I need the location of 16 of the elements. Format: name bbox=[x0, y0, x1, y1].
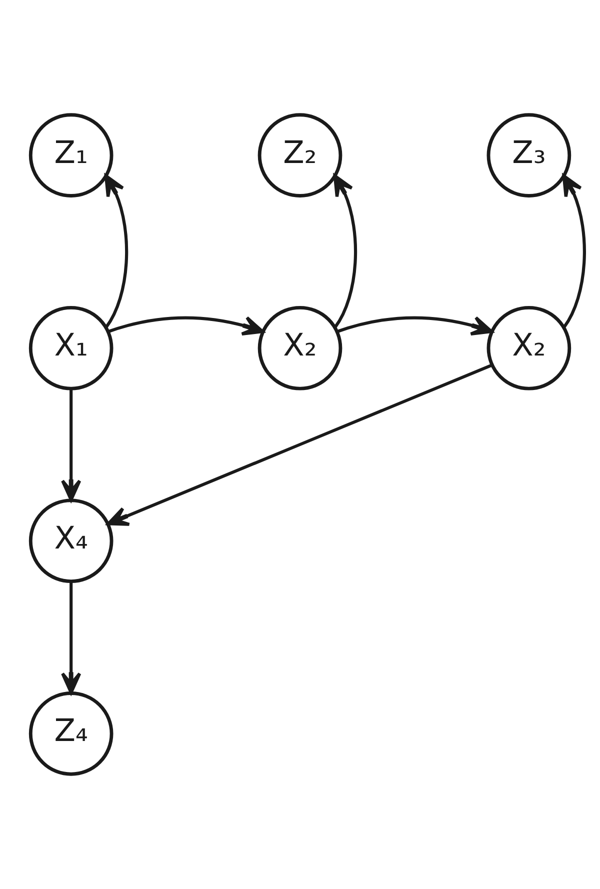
arrow bbox=[104, 174, 128, 328]
arrow bbox=[61, 581, 82, 694]
arrow bbox=[336, 316, 493, 336]
arrow bbox=[333, 174, 358, 328]
node-circle: Z₄ bbox=[28, 692, 114, 776]
arrow bbox=[562, 174, 586, 328]
node-circle: X₂ bbox=[258, 306, 342, 390]
arrow bbox=[106, 364, 492, 526]
node-circle: Z₂ bbox=[258, 113, 342, 198]
node-circle: Z₁ bbox=[28, 113, 114, 198]
node-circle: X₂ bbox=[486, 306, 572, 390]
arrow bbox=[61, 388, 82, 502]
node-circle: Z₃ bbox=[486, 113, 572, 198]
arrow bbox=[108, 316, 264, 336]
node-circle: X₁ bbox=[28, 306, 114, 390]
node-circle: X₄ bbox=[28, 498, 114, 584]
